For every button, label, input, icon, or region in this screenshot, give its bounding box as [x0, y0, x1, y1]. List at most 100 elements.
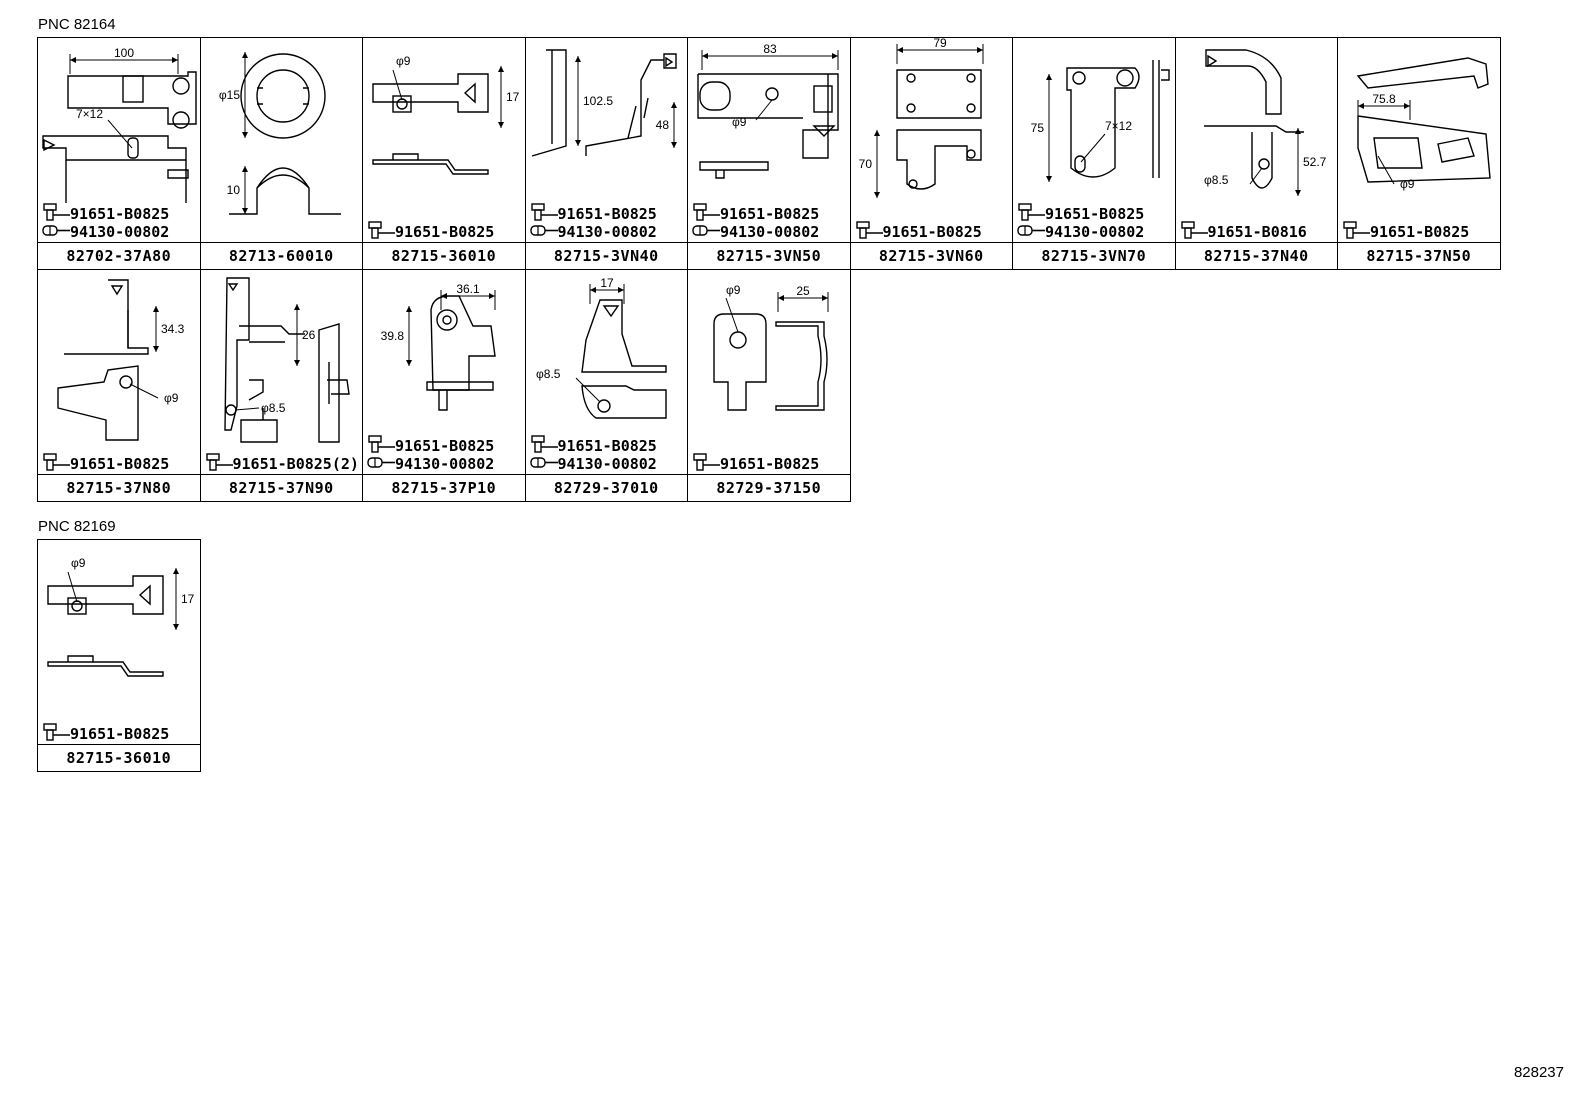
part-drawing: 17 φ8.5 — [536, 276, 667, 419]
fastener-list: 91651-B0825 — [692, 453, 848, 475]
dimension-label: 102.5 — [583, 94, 613, 108]
part-drawing: 75.8 φ9 — [1356, 57, 1491, 191]
part-drawing: 26 φ8.5 — [223, 277, 350, 443]
bolt-fastener[interactable]: 91651-B0825 — [367, 435, 523, 455]
clip-fastener[interactable]: 94130-00802 — [692, 223, 848, 241]
dimension-label: φ8.5 — [536, 367, 561, 381]
part-number-label[interactable]: 82715-3VN50 — [688, 242, 850, 269]
clip-icon — [692, 221, 720, 243]
fastener-list: 91651-B0825 — [855, 221, 1011, 243]
pnc-label-82164: PNC 82164 — [38, 16, 116, 33]
clip-fastener[interactable]: 94130-00802 — [367, 455, 523, 473]
clip-fastener[interactable]: 94130-00802 — [42, 223, 198, 241]
dimension-label: 79 — [933, 38, 947, 50]
part-drawing: 102.5 48 — [531, 49, 677, 157]
part-drawing: 52.7 φ8.5 — [1203, 49, 1327, 196]
bolt-icon — [692, 453, 720, 475]
part-number-label[interactable]: 82702-37A80 — [38, 242, 200, 269]
bolt-fastener[interactable]: 91651-B0816 — [1180, 221, 1336, 243]
bolt-fastener[interactable]: 91651-B0825 — [367, 221, 523, 241]
part-cell-82713-60010[interactable]: φ15 10 82713-60010 — [200, 38, 363, 270]
dimension-label: 70 — [858, 157, 872, 171]
bolt-fastener[interactable]: 91651-B0825(2) — [205, 453, 361, 473]
part-drawing: 83 φ9 — [697, 42, 839, 179]
dimension-label: 10 — [226, 183, 240, 197]
clip-icon — [1017, 221, 1045, 243]
fastener-part-number: 91651-B0825 — [70, 725, 170, 743]
clip-icon — [42, 221, 70, 243]
bolt-icon — [1180, 221, 1208, 243]
bolt-fastener[interactable]: 91651-B0825 — [1017, 203, 1173, 225]
dimension-label: 7×12 — [76, 107, 103, 121]
bolt-fastener[interactable]: 91651-B0825 — [1342, 221, 1498, 241]
bolt-fastener[interactable]: 91651-B0825 — [530, 435, 686, 455]
fastener-part-number: 94130-00802 — [1045, 223, 1145, 241]
part-number-label[interactable]: 82715-36010 — [363, 242, 525, 269]
part-number-label[interactable]: 82729-37010 — [525, 474, 687, 501]
bolt-fastener[interactable]: 91651-B0825 — [692, 453, 848, 475]
part-number-label[interactable]: 82715-36010 — [38, 744, 200, 771]
part-drawing: 100 7×12 — [42, 46, 197, 203]
fastener-part-number: 94130-00802 — [395, 455, 495, 473]
dimension-label: 36.1 — [456, 282, 480, 296]
part-drawing: 36.1 39.8 — [381, 282, 496, 411]
part-number-label[interactable]: 82715-37N80 — [38, 474, 200, 501]
dimension-label: 39.8 — [381, 329, 405, 343]
dimension-label: φ8.5 — [261, 401, 286, 415]
fastener-part-number: 91651-B0825(2) — [232, 455, 359, 473]
part-cell-82715-37N90[interactable]: 26 φ8.5 91651-B0825(2)82715-37N90 — [200, 270, 363, 502]
bolt-fastener[interactable]: 91651-B0825 — [855, 221, 1011, 243]
bolt-fastener[interactable]: 91651-B0825 — [42, 723, 198, 745]
bolt-icon — [855, 221, 883, 243]
bolt-fastener[interactable]: 91651-B0825 — [42, 203, 198, 223]
bolt-icon — [1017, 203, 1045, 225]
part-number-label[interactable]: 82715-37N90 — [200, 474, 362, 501]
dimension-label: 25 — [796, 284, 810, 298]
part-number-label[interactable]: 82729-37150 — [688, 474, 850, 501]
clip-fastener[interactable]: 94130-00802 — [529, 455, 686, 473]
bolt-fastener[interactable]: 91651-B0825 — [42, 453, 198, 475]
part-number-label[interactable]: 82715-37N40 — [1175, 242, 1337, 269]
part-number-label[interactable]: 82715-3VN40 — [525, 242, 687, 269]
bolt-fastener[interactable]: 91651-B0825 — [530, 203, 686, 225]
fastener-part-number: 91651-B0825 — [395, 223, 495, 241]
bolt-icon — [42, 453, 70, 475]
dimension-label: 83 — [763, 42, 777, 56]
dimension-label: 52.7 — [1303, 155, 1327, 169]
fastener-part-number: 91651-B0816 — [1207, 223, 1307, 241]
bolt-icon — [530, 203, 558, 225]
clip-fastener[interactable]: 94130-00802 — [529, 223, 686, 241]
dimension-label: 75.8 — [1372, 92, 1396, 106]
fastener-part-number: 91651-B0825 — [720, 455, 820, 473]
dimension-label: φ9 — [164, 391, 179, 405]
part-drawing: φ15 10 — [218, 52, 341, 215]
clip-fastener[interactable]: 94130-00802 — [1017, 223, 1173, 241]
bolt-fastener[interactable]: 91651-B0825 — [692, 203, 848, 223]
fastener-part-number: 91651-B0825 — [395, 437, 495, 455]
bolt-icon — [42, 723, 70, 745]
part-number-label[interactable]: 82715-37N50 — [1338, 242, 1500, 269]
fastener-list: 91651-B0825(2) — [205, 453, 361, 473]
part-number-label[interactable]: 82715-37P10 — [363, 474, 525, 501]
part-number-label[interactable]: 82715-3VN60 — [850, 242, 1012, 269]
part-number-label[interactable]: 82713-60010 — [200, 242, 362, 269]
fastener-part-number: 91651-B0825 — [70, 455, 170, 473]
part-drawing: φ9 17 — [47, 556, 195, 677]
part-number-label[interactable]: 82715-3VN70 — [1013, 242, 1175, 269]
dimension-label: φ9 — [732, 115, 747, 129]
